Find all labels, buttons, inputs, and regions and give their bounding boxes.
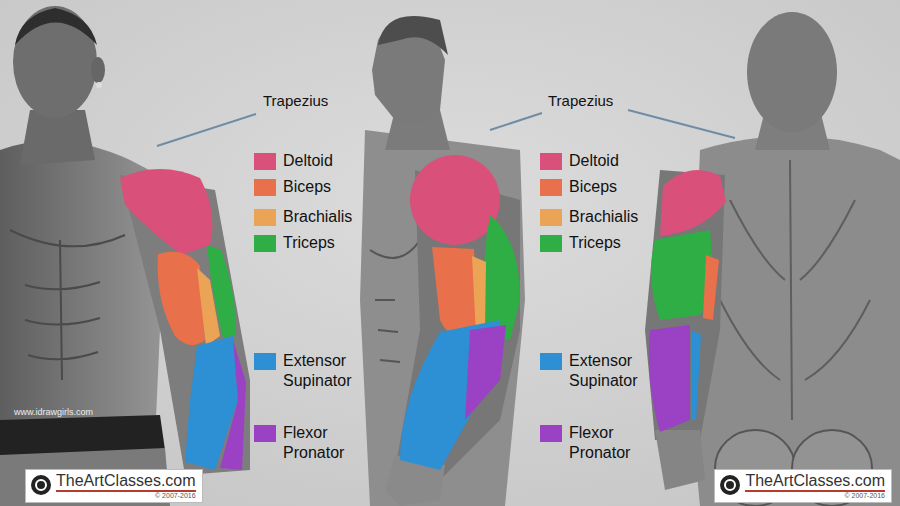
legend-row: Brachialis [540, 207, 638, 227]
triceps [483, 215, 520, 340]
legend-text: Triceps [569, 233, 621, 253]
head [13, 6, 97, 118]
logo-ring [725, 480, 735, 490]
hand [655, 430, 705, 490]
muscle-label-holder: Trapezius [548, 92, 613, 110]
legend-row: Deltoid [540, 151, 619, 171]
logo-title: TheArtClasses.com [56, 472, 196, 492]
logo-copyright: © 2007-2016 [745, 492, 885, 500]
flexor [649, 325, 690, 432]
legend-swatch [540, 153, 562, 170]
legend-text: Deltoid [569, 151, 619, 171]
leader-line [628, 110, 735, 138]
legend-swatch [254, 209, 276, 226]
side-figure [360, 16, 525, 506]
head [747, 12, 837, 132]
logo-ring [36, 480, 46, 490]
arm [645, 170, 725, 440]
legend-swatch [540, 179, 562, 196]
logo-box: TheArtClasses.com© 2007-2016 [25, 469, 203, 503]
neck [20, 110, 95, 165]
brachialis [472, 256, 486, 335]
logo-ring [31, 475, 51, 495]
legend-swatch [540, 425, 562, 442]
watermark-holder: www.idrawgirls.com [14, 401, 93, 419]
muscle-label: Trapezius [548, 92, 613, 109]
legend-row: Triceps [254, 233, 335, 253]
legend-text: Biceps [569, 177, 617, 197]
logo-box: TheArtClasses.com© 2007-2016 [714, 469, 892, 503]
legend-swatch [254, 425, 276, 442]
extensor [691, 330, 701, 420]
ear [91, 57, 105, 83]
logo-icon [719, 474, 741, 496]
chest-line [370, 240, 420, 362]
flexor [220, 340, 246, 470]
biceps [158, 252, 205, 345]
legend-swatch [254, 235, 276, 252]
back-figure [645, 12, 900, 506]
chest-line [10, 230, 125, 380]
deltoid [660, 170, 726, 236]
deltoid [410, 155, 500, 245]
legend-row: Biceps [254, 177, 331, 197]
watermark: www.idrawgirls.com [14, 407, 93, 417]
biceps [703, 255, 719, 320]
logo-icon [30, 474, 52, 496]
legend-row: Biceps [540, 177, 617, 197]
legend-text: Biceps [283, 177, 331, 197]
legend-swatch [540, 235, 562, 252]
leader-line [490, 113, 542, 130]
logo-ring [720, 475, 740, 495]
legend-text: Brachialis [569, 207, 638, 227]
leader-line [157, 114, 256, 146]
muscle-label: Trapezius [263, 92, 328, 109]
legend-text: Extensor Supinator [569, 351, 653, 391]
hair [378, 16, 448, 55]
front-figure [0, 6, 250, 506]
legend-text: Flexor Pronator [283, 423, 367, 463]
legend-text: Extensor Supinator [283, 351, 367, 391]
back-lines [720, 160, 870, 420]
muscle-label-holder: Trapezius [263, 92, 328, 110]
legend-swatch [254, 179, 276, 196]
legend-swatch [540, 209, 562, 226]
leader-lines [157, 110, 735, 146]
flexor [465, 325, 506, 420]
torso [360, 130, 525, 506]
legend-text: Brachialis [283, 207, 352, 227]
legend-row: Deltoid [254, 151, 333, 171]
logo-copyright: © 2007-2016 [56, 492, 196, 500]
hair [15, 8, 97, 45]
triceps [651, 230, 712, 320]
legend-text: Flexor Pronator [569, 423, 653, 463]
biceps [432, 247, 478, 338]
logo-title: TheArtClasses.com [745, 472, 885, 492]
legend-text: Deltoid [283, 151, 333, 171]
triceps [207, 245, 236, 338]
legend-swatch [254, 353, 276, 370]
legend-row: Extensor Supinator [540, 351, 653, 391]
legend-row: Triceps [540, 233, 621, 253]
legend-row: Extensor Supinator [254, 351, 367, 391]
legend-swatch [254, 153, 276, 170]
legend-swatch [540, 353, 562, 370]
legend-row: Brachialis [254, 207, 352, 227]
earring [96, 82, 102, 88]
deltoid [120, 169, 212, 255]
legend-text: Triceps [283, 233, 335, 253]
legend-row: Flexor Pronator [540, 423, 653, 463]
legend-row: Flexor Pronator [254, 423, 367, 463]
